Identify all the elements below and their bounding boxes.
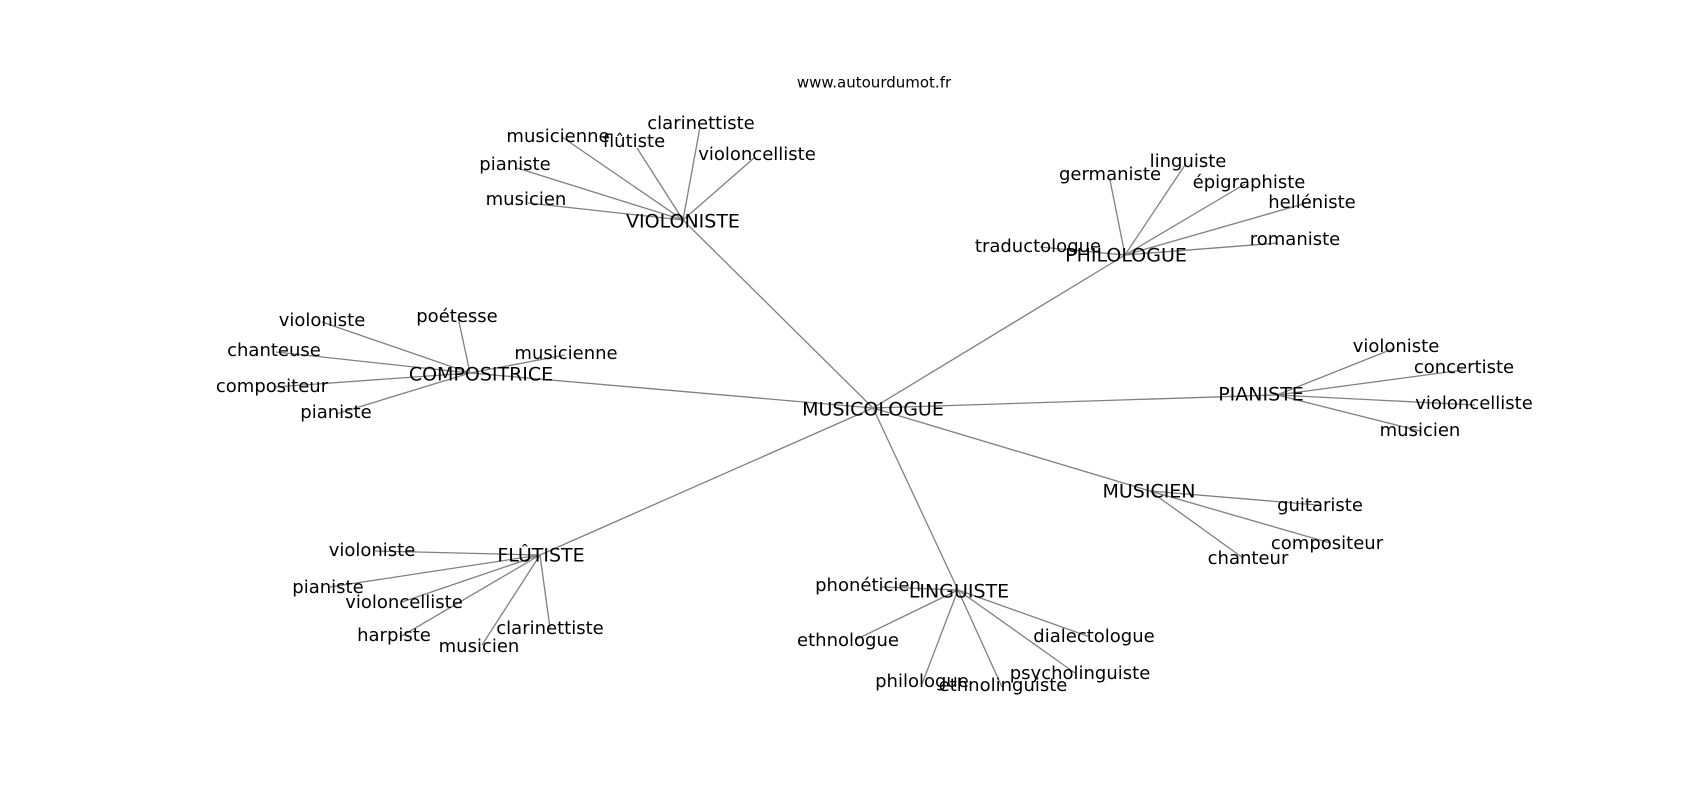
leaf-node-compositrice-violoniste: violoniste bbox=[279, 310, 366, 331]
edge-philologue-epigraphiste bbox=[1124, 183, 1246, 256]
leaf-node-philologue-helleniste: helléniste bbox=[1268, 192, 1355, 213]
leaf-node-linguiste-ethnologue: ethnologue bbox=[797, 630, 899, 651]
leaf-node-flutiste-violoncelliste: violoncelliste bbox=[345, 592, 463, 613]
edge-pianiste-violoniste bbox=[1276, 347, 1396, 396]
leaf-node-flutiste-pianiste: pianiste bbox=[292, 577, 363, 598]
leaf-node-violoniste-clarinettiste: clarinettiste bbox=[647, 113, 754, 134]
edge-compositrice-violoniste bbox=[321, 321, 471, 374]
edge-violoniste-clarinettiste bbox=[682, 126, 701, 221]
edge-flutiste-violoncelliste bbox=[401, 554, 541, 603]
leaf-node-philologue-germaniste: germaniste bbox=[1059, 164, 1161, 185]
hub-node-philologue: PHILOLOGUE bbox=[1065, 245, 1187, 267]
leaf-node-compositrice-compositeur: compositeur bbox=[216, 376, 329, 397]
hub-node-compositrice: COMPOSITRICE bbox=[409, 364, 553, 386]
edge-center-philologue bbox=[872, 254, 1126, 409]
edge-center-compositrice bbox=[469, 372, 874, 409]
leaf-node-compositrice-chanteuse: chanteuse bbox=[227, 340, 321, 361]
leaf-node-flutiste-musicien: musicien bbox=[439, 636, 520, 657]
edge-philologue-romaniste bbox=[1124, 242, 1279, 256]
edge-violoniste-violoncelliste bbox=[682, 157, 755, 221]
edge-linguiste-psycholinguiste bbox=[957, 589, 1076, 674]
edge-compositrice-chanteuse bbox=[275, 351, 471, 374]
leaf-node-linguiste-ethnolinguiste: ethnolinguiste bbox=[939, 675, 1068, 696]
edge-flutiste-clarinettiste bbox=[539, 554, 551, 629]
edge-pianiste-musicien bbox=[1276, 394, 1421, 432]
edge-compositrice-musicienne bbox=[469, 354, 566, 374]
leaf-node-linguiste-phoneticien: phonéticien bbox=[815, 575, 921, 596]
edge-compositrice-poetesse bbox=[457, 316, 471, 374]
edge-flutiste-musicien bbox=[481, 554, 541, 646]
edge-philologue-traductologue bbox=[1039, 246, 1126, 256]
edge-philologue-helleniste bbox=[1124, 201, 1311, 256]
center-node-musicologue: MUSICOLOGUE bbox=[802, 399, 944, 421]
edge-musicien-guitariste bbox=[1149, 490, 1319, 506]
edge-compositrice-pianiste bbox=[335, 372, 471, 415]
hub-node-pianiste: PIANISTE bbox=[1218, 384, 1304, 406]
edge-linguiste-dialectologue bbox=[957, 589, 1091, 638]
edge-musicien-compositeur bbox=[1149, 490, 1331, 544]
edge-linguiste-ethnologue bbox=[854, 589, 959, 641]
leaf-node-musicien-chanteur: chanteur bbox=[1208, 548, 1289, 569]
leaf-node-violoniste-pianiste: pianiste bbox=[479, 154, 550, 175]
edge-compositrice-compositeur bbox=[274, 372, 471, 388]
leaf-node-violoniste-musicienne: musicienne bbox=[506, 126, 609, 147]
leaf-node-philologue-romaniste: romaniste bbox=[1250, 229, 1341, 250]
leaf-node-pianiste-violoncelliste: violoncelliste bbox=[1415, 393, 1533, 414]
leaf-node-pianiste-musicien: musicien bbox=[1380, 420, 1461, 441]
hub-node-musicien: MUSICIEN bbox=[1102, 481, 1195, 503]
edge-center-musicien bbox=[872, 407, 1151, 492]
hub-node-violoniste: VIOLONISTE bbox=[626, 211, 740, 233]
leaf-node-musicien-compositeur: compositeur bbox=[1271, 533, 1384, 554]
edge-flutiste-harpiste bbox=[399, 554, 541, 638]
leaf-node-linguiste-philologue: philologue bbox=[875, 671, 969, 692]
leaf-node-flutiste-clarinettiste: clarinettiste bbox=[496, 618, 603, 639]
edge-musicien-chanteur bbox=[1149, 490, 1244, 559]
leaf-node-pianiste-violoniste: violoniste bbox=[1353, 336, 1440, 357]
leaf-node-philologue-linguiste: linguiste bbox=[1150, 151, 1227, 172]
leaf-node-linguiste-psycholinguiste: psycholinguiste bbox=[1010, 663, 1151, 684]
edge-pianiste-concertiste bbox=[1276, 369, 1464, 396]
leaf-node-compositrice-musicienne: musicienne bbox=[514, 343, 617, 364]
hub-node-flutiste: FLÛTISTE bbox=[497, 543, 584, 567]
leaf-node-flutiste-violoniste: violoniste bbox=[329, 540, 416, 561]
edge-linguiste-philologue bbox=[921, 589, 959, 685]
edge-linguiste-phoneticien bbox=[881, 586, 959, 591]
edge-violoniste-musicien bbox=[527, 202, 684, 221]
leaf-node-linguiste-dialectologue: dialectologue bbox=[1033, 626, 1154, 647]
leaf-node-violoniste-flutiste: flûtiste bbox=[603, 131, 665, 152]
edge-philologue-germaniste bbox=[1109, 179, 1126, 256]
leaf-node-musicien-guitariste: guitariste bbox=[1277, 495, 1363, 516]
graph-edges bbox=[274, 126, 1476, 688]
leaf-node-philologue-epigraphiste: épigraphiste bbox=[1193, 172, 1306, 193]
edge-violoniste-musicienne bbox=[561, 136, 684, 221]
edge-philologue-linguiste bbox=[1124, 164, 1186, 256]
graph-labels: www.autourdumot.frmusicienneflûtisteclar… bbox=[216, 74, 1533, 697]
edge-pianiste-violoncelliste bbox=[1276, 394, 1476, 406]
edge-center-pianiste bbox=[872, 394, 1278, 409]
leaf-node-philologue-traductologue: traductologue bbox=[975, 236, 1101, 257]
leaf-node-violoniste-musicien: musicien bbox=[486, 189, 567, 210]
edge-linguiste-ethnolinguiste bbox=[957, 589, 1003, 688]
edge-center-flutiste bbox=[539, 407, 874, 556]
leaf-node-flutiste-harpiste: harpiste bbox=[357, 625, 431, 646]
leaf-node-compositrice-pianiste: pianiste bbox=[300, 402, 371, 423]
leaf-node-pianiste-concertiste: concertiste bbox=[1414, 357, 1514, 378]
edge-center-linguiste bbox=[872, 407, 959, 591]
edge-flutiste-pianiste bbox=[329, 554, 541, 588]
leaf-node-compositrice-poetesse: poétesse bbox=[416, 306, 497, 327]
edge-center-violoniste bbox=[682, 219, 874, 409]
hub-node-linguiste: LINGUISTE bbox=[909, 581, 1009, 603]
source-caption: www.autourdumot.fr bbox=[797, 74, 952, 92]
leaf-node-violoniste-violoncelliste: violoncelliste bbox=[698, 144, 816, 165]
edge-flutiste-violoniste bbox=[374, 550, 541, 556]
edge-violoniste-pianiste bbox=[516, 167, 684, 221]
edge-violoniste-flutiste bbox=[636, 147, 684, 221]
